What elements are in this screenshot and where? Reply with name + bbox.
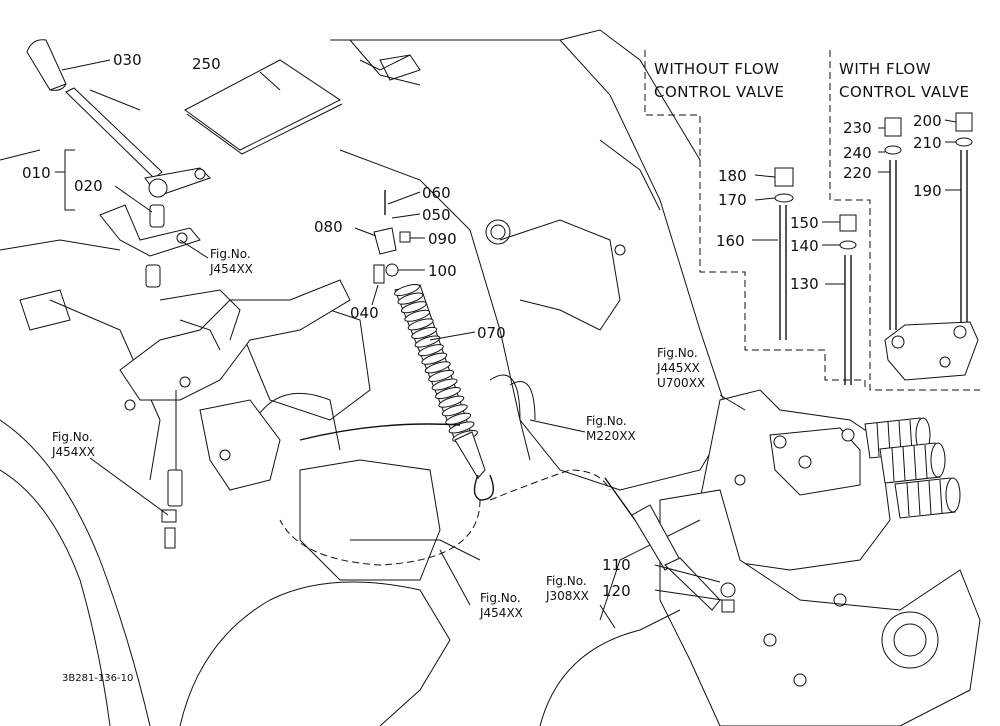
- lever-assembly: [26, 39, 351, 549]
- label-120[interactable]: 120: [602, 582, 631, 600]
- fig-references: Fig.No. J454XX Fig.No. J454XX Fig.No. M2…: [51, 247, 705, 620]
- fig-label: Fig.No.: [586, 414, 627, 428]
- with-flow-box: [829, 50, 980, 391]
- legend-without-line1: WITHOUT FLOW: [654, 60, 780, 78]
- legend-with-line2: CONTROL VALVE: [839, 83, 970, 101]
- fig-label: Fig.No.: [52, 430, 93, 444]
- label-210[interactable]: 210: [913, 134, 942, 152]
- label-100[interactable]: 100: [428, 262, 457, 280]
- fig-label: Fig.No.: [210, 247, 251, 261]
- label-060[interactable]: 060: [422, 184, 451, 202]
- label-170[interactable]: 170: [718, 191, 747, 209]
- label-190[interactable]: 190: [913, 182, 942, 200]
- label-080[interactable]: 080: [314, 218, 343, 236]
- label-010[interactable]: 010: [22, 164, 51, 182]
- label-180[interactable]: 180: [718, 167, 747, 185]
- fig-ref-u700[interactable]: U700XX: [657, 376, 705, 390]
- label-220[interactable]: 220: [843, 164, 872, 182]
- fig-ref-j308[interactable]: J308XX: [545, 589, 589, 603]
- label-140[interactable]: 140: [790, 237, 819, 255]
- label-090[interactable]: 090: [428, 230, 457, 248]
- label-110[interactable]: 110: [602, 556, 631, 574]
- fig-label: Fig.No.: [480, 591, 521, 605]
- legend-with-line1: WITH FLOW: [839, 60, 931, 78]
- label-160[interactable]: 160: [716, 232, 745, 250]
- control-cable: [279, 190, 611, 566]
- label-230[interactable]: 230: [843, 119, 872, 137]
- control-valve: [539, 50, 981, 726]
- decal-sheet: [184, 59, 341, 151]
- legend: WITHOUT FLOW CONTROL VALVE WITH FLOW CON…: [654, 60, 970, 101]
- label-030[interactable]: 030: [113, 51, 142, 69]
- without-flow-box: [644, 50, 866, 390]
- fig-ref-j445[interactable]: J445XX: [656, 361, 700, 375]
- label-130[interactable]: 130: [790, 275, 819, 293]
- legend-without-line2: CONTROL VALVE: [654, 83, 785, 101]
- label-150[interactable]: 150: [790, 214, 819, 232]
- fig-ref-j454-1[interactable]: J454XX: [209, 262, 253, 276]
- leader-lines: [55, 59, 961, 629]
- label-250[interactable]: 250: [192, 55, 221, 73]
- drawing-code: 3B281-136-10: [62, 673, 133, 684]
- label-040[interactable]: 040: [350, 304, 379, 322]
- fig-label: Fig.No.: [657, 346, 698, 360]
- label-240[interactable]: 240: [843, 144, 872, 162]
- fig-label: Fig.No.: [546, 574, 587, 588]
- fig-ref-j454-3[interactable]: J454XX: [479, 606, 523, 620]
- flow-plate: [884, 321, 979, 381]
- label-050[interactable]: 050: [422, 206, 451, 224]
- label-020[interactable]: 020: [74, 177, 103, 195]
- lever-knob: [26, 39, 67, 91]
- part-labels: 030 250 010 020 060 050 080 090 100 040 …: [22, 51, 942, 600]
- label-200[interactable]: 200: [913, 112, 942, 130]
- fig-ref-j454-2[interactable]: J454XX: [51, 445, 95, 459]
- lever-rod: [65, 87, 163, 179]
- label-070[interactable]: 070: [477, 324, 506, 342]
- fig-ref-m220[interactable]: M220XX: [586, 429, 636, 443]
